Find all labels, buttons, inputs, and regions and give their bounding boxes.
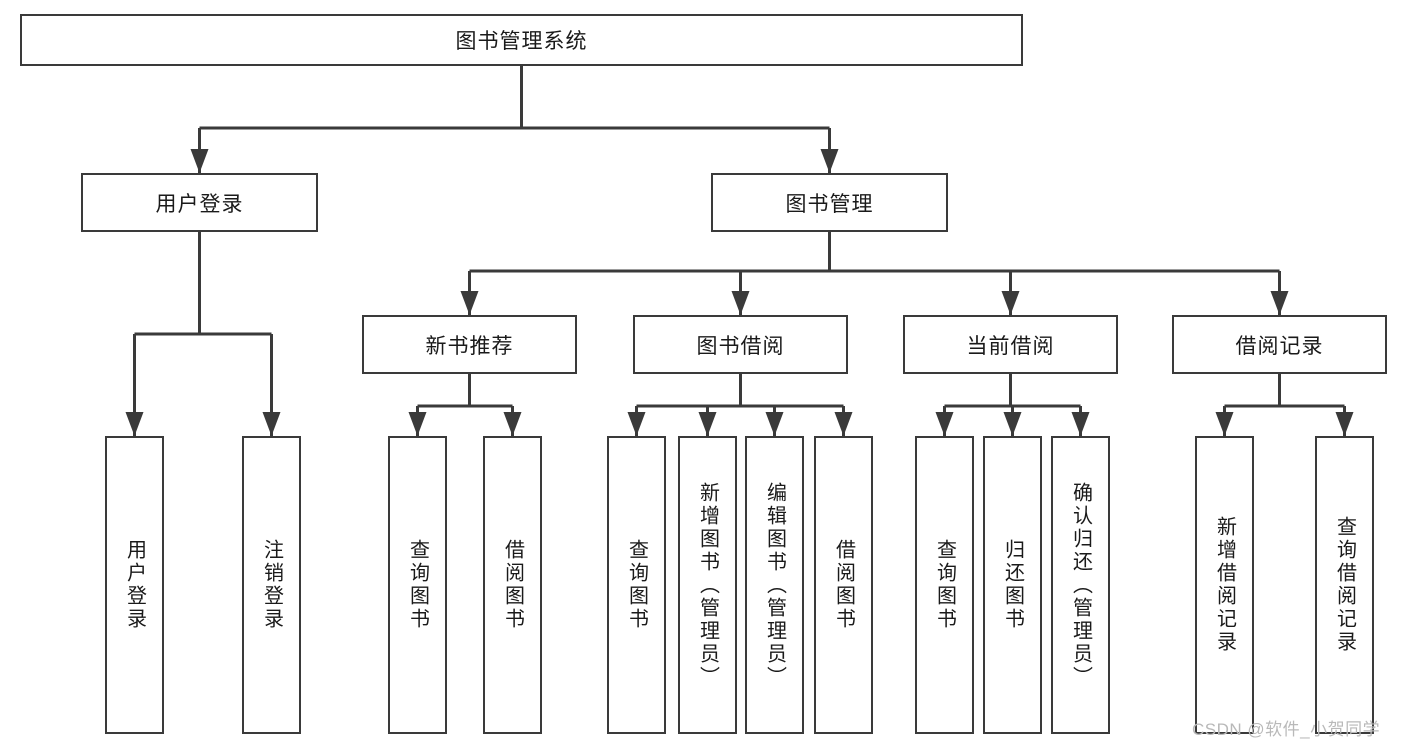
- node-label: 借阅记录: [1235, 334, 1324, 358]
- node-leaf-2: 注销登录: [242, 436, 301, 734]
- edge-arrowhead: [820, 149, 839, 173]
- node-label: 借阅图书: [832, 539, 855, 631]
- node-newbook: 新书推荐: [362, 315, 577, 374]
- node-leaf-12: 新增借阅记录: [1195, 436, 1254, 734]
- node-label: 查询图书: [625, 539, 648, 631]
- node-root: 图书管理系统: [20, 14, 1023, 66]
- edge-arrowhead: [460, 291, 479, 315]
- node-label: 查询图书: [933, 539, 956, 631]
- node-bookmgmt: 图书管理: [711, 173, 948, 232]
- node-label: 查询图书: [406, 539, 429, 631]
- edge-arrowhead: [627, 412, 646, 436]
- node-label: 用户登录: [123, 539, 146, 631]
- node-leaf-11: 确认归还（管理员）: [1051, 436, 1110, 734]
- node-label: 图书管理系统: [455, 30, 588, 53]
- node-login: 用户登录: [81, 173, 318, 232]
- node-leaf-7: 编辑图书（管理员）: [745, 436, 804, 734]
- edge-arrowhead: [262, 412, 281, 436]
- node-leaf-9: 查询图书: [915, 436, 974, 734]
- node-label: 确认归还（管理员）: [1069, 481, 1092, 689]
- node-leaf-4: 借阅图书: [483, 436, 542, 734]
- node-label: 查询借阅记录: [1333, 516, 1356, 654]
- edge-arrowhead: [731, 291, 750, 315]
- node-leaf-13: 查询借阅记录: [1315, 436, 1374, 734]
- edge-arrowhead: [1071, 412, 1090, 436]
- node-label: 编辑图书（管理员）: [763, 481, 786, 689]
- edge-arrowhead: [1001, 291, 1020, 315]
- edge-arrowhead: [1270, 291, 1289, 315]
- node-label: 新增图书（管理员）: [696, 481, 719, 689]
- node-current: 当前借阅: [903, 315, 1118, 374]
- node-label: 新书推荐: [425, 334, 514, 358]
- edge-arrowhead: [503, 412, 522, 436]
- edge-arrowhead: [1003, 412, 1022, 436]
- edge-arrowhead: [1335, 412, 1354, 436]
- node-label: 图书管理: [785, 192, 874, 216]
- node-leaf-5: 查询图书: [607, 436, 666, 734]
- node-leaf-6: 新增图书（管理员）: [678, 436, 737, 734]
- node-label: 新增借阅记录: [1213, 516, 1236, 654]
- node-records: 借阅记录: [1172, 315, 1387, 374]
- node-borrow: 图书借阅: [633, 315, 848, 374]
- edge-arrowhead: [1215, 412, 1234, 436]
- edge-arrowhead: [190, 149, 209, 173]
- edge-arrowhead: [834, 412, 853, 436]
- node-leaf-1: 用户登录: [105, 436, 164, 734]
- node-label: 用户登录: [155, 192, 244, 216]
- edge-arrowhead: [765, 412, 784, 436]
- node-leaf-3: 查询图书: [388, 436, 447, 734]
- node-label: 注销登录: [260, 539, 283, 631]
- node-leaf-10: 归还图书: [983, 436, 1042, 734]
- edge-arrowhead: [408, 412, 427, 436]
- node-label: 借阅图书: [501, 539, 524, 631]
- node-label: 图书借阅: [696, 334, 785, 358]
- node-label: 归还图书: [1001, 539, 1024, 631]
- edge-arrowhead: [698, 412, 717, 436]
- node-leaf-8: 借阅图书: [814, 436, 873, 734]
- edge-arrowhead: [935, 412, 954, 436]
- edge-arrowhead: [125, 412, 144, 436]
- node-label: 当前借阅: [966, 334, 1055, 358]
